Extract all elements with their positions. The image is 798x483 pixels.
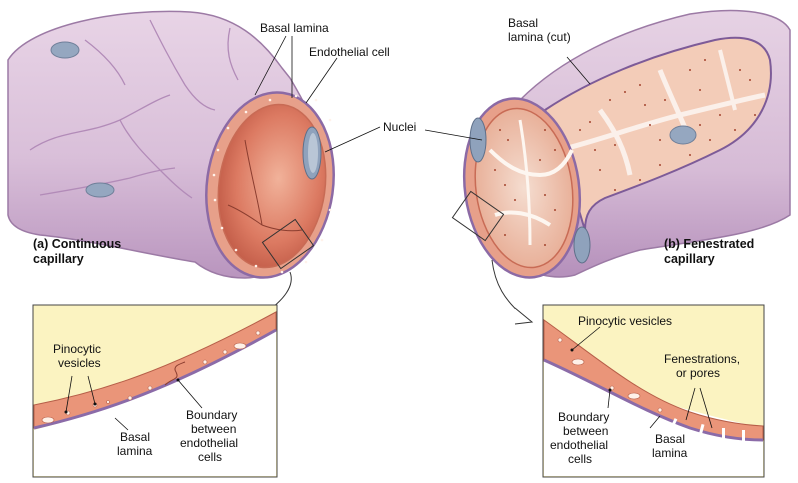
label-left-boundary-1: Boundary [186,408,238,422]
label-left-boundary-3: endothelial [180,436,239,450]
label-right-basal-1: Basal [655,432,686,446]
label-left-boundary-2: between [191,422,237,436]
label-right-boundary-4: cells [568,452,593,466]
label-fenestrations-1: Fenestrations, [664,352,741,366]
label-basal-lamina-cut-1: Basal [508,16,539,30]
label-basal-lamina-top: Basal lamina [260,21,329,35]
label-fenestrations-2: or pores [676,366,721,380]
label-left-basal-2: lamina [117,444,153,458]
label-left-boundary-4: cells [198,450,223,464]
fenestrated-capillary [451,9,791,325]
label-nuclei: Nuclei [383,120,417,134]
label-left-basal-1: Basal [120,430,151,444]
label-continuous-2: capillary [33,252,84,266]
label-fenestrated-1: (b) Fenestrated [664,237,755,251]
label-continuous-1: (a) Continuous [33,237,122,251]
label-fenestrated-2: capillary [664,252,715,266]
label-right-boundary-1: Boundary [558,410,610,424]
label-left-pinocytic-2: vesicles [58,356,101,370]
label-right-boundary-2: between [563,424,609,438]
continuous-capillary [7,10,335,323]
leader-lines [254,35,591,153]
label-right-pinocytic: Pinocytic vesicles [578,314,673,328]
label-endothelial-cell: Endothelial cell [309,45,390,59]
label-right-boundary-3: endothelial [550,438,609,452]
label-left-pinocytic-1: Pinocytic [53,342,102,356]
label-right-basal-2: lamina [652,446,688,460]
fenestrated-inset [542,304,765,478]
label-basal-lamina-cut-2: lamina (cut) [508,30,571,44]
continuous-inset [32,304,278,478]
